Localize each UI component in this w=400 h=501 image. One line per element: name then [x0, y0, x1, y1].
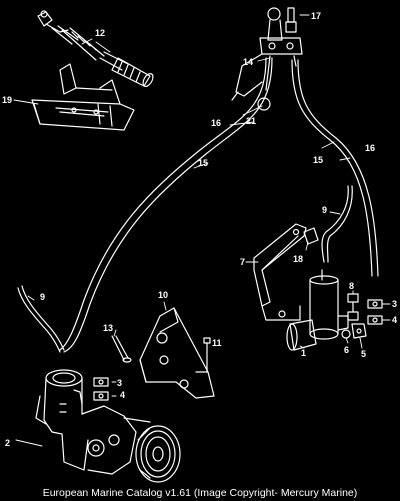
part-9-hose-right	[322, 186, 352, 262]
callout-17: 17	[311, 11, 321, 21]
part-15-16-hoses	[60, 58, 378, 352]
part-12-cable-end	[38, 11, 155, 88]
callout-8: 8	[349, 281, 354, 291]
callout-4-left: 4	[120, 390, 125, 400]
callout-19: 19	[2, 95, 12, 105]
callout-18: 18	[293, 254, 303, 264]
part-2-pump	[36, 370, 180, 482]
callout-15-left: 15	[198, 158, 208, 168]
part-8-fitting	[348, 294, 358, 320]
part-6-washer	[342, 330, 350, 338]
copyright-footer: European Marine Catalog v1.61 (Image Cop…	[42, 487, 358, 499]
part-9-hose-left	[18, 286, 64, 352]
part-3-4-fittings-right	[368, 300, 382, 324]
callout-9-right: 9	[322, 205, 327, 215]
callout-14: 14	[243, 57, 253, 67]
part-7-arm-bracket	[254, 224, 306, 320]
part-14-valve-bracket	[232, 8, 302, 110]
part-18-cap	[304, 228, 318, 244]
callout-12: 12	[95, 28, 105, 38]
part-5-nut	[352, 324, 366, 338]
callout-13: 13	[103, 323, 113, 333]
callout-4-right: 4	[392, 315, 397, 325]
part-10-pump-bracket	[140, 308, 214, 398]
callout-5: 5	[361, 349, 366, 359]
callout-3-right: 3	[392, 299, 397, 309]
callout-3-left: 3	[117, 378, 122, 388]
callout-21: 21	[246, 116, 256, 126]
callout-9-left: 9	[40, 292, 45, 302]
callout-labels: 12 19 17 14 21 16 15 16 15 9 18 7 8 3 4 …	[2, 11, 397, 448]
part-3-4-fittings-left	[94, 378, 108, 400]
part-19-bracket	[32, 64, 134, 130]
callout-2: 2	[5, 438, 10, 448]
callout-16-left: 16	[211, 118, 221, 128]
callout-7: 7	[240, 257, 245, 267]
callout-6: 6	[344, 345, 349, 355]
part-1-reservoir	[287, 270, 348, 350]
part-11-bolt	[204, 338, 210, 372]
callout-15-right: 15	[313, 155, 323, 165]
part-17-fitting	[286, 8, 296, 32]
callout-16-right: 16	[365, 143, 375, 153]
callout-11: 11	[212, 338, 222, 348]
callout-1: 1	[301, 348, 306, 358]
part-13-screw	[112, 336, 131, 362]
leader-lines	[13, 14, 391, 447]
callout-10: 10	[158, 290, 168, 300]
